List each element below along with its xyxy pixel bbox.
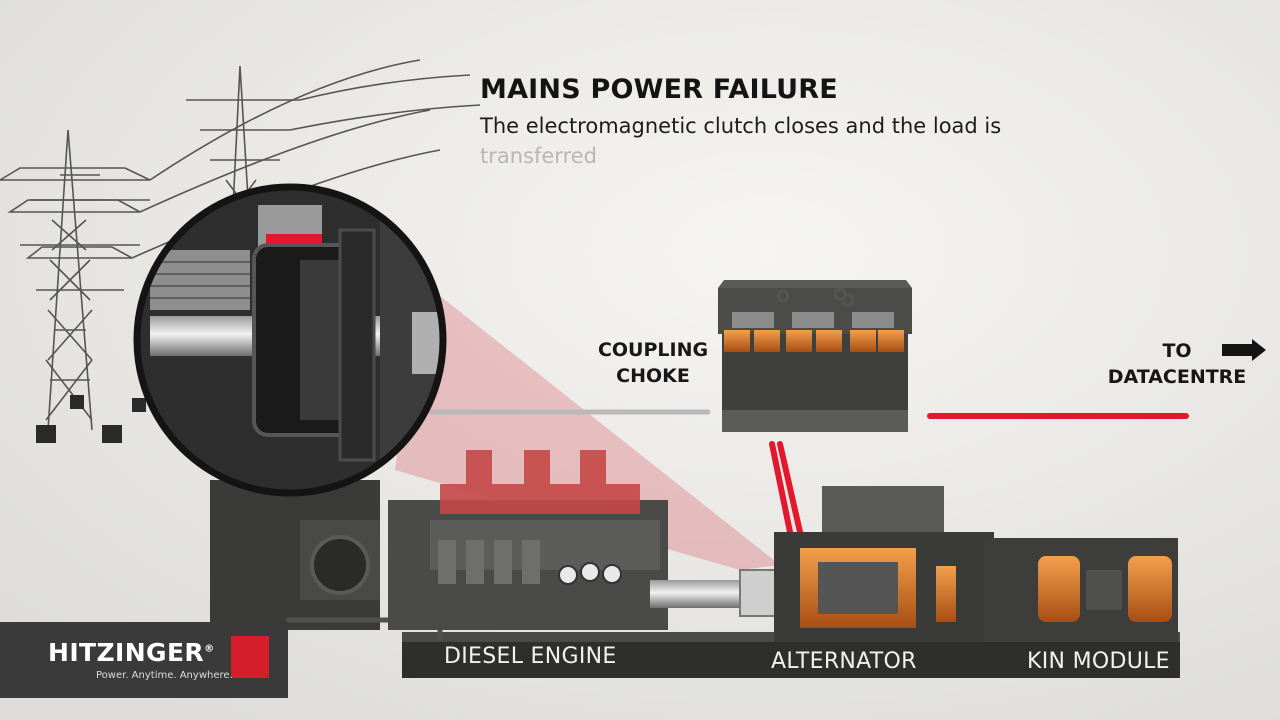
magnifier-clutch-detail (133, 183, 447, 497)
radiator-block (210, 480, 443, 640)
registered-mark: ® (204, 643, 215, 655)
diesel-engine-label: DIESEL ENGINE (444, 644, 617, 669)
datacentre-label: TO DATACENTRE (1102, 338, 1252, 390)
coupling-label-line1: COUPLING (597, 339, 709, 361)
coupling-choke-unit (718, 280, 912, 432)
brand-mark (231, 636, 269, 678)
kin-module (984, 538, 1178, 642)
subtitle-line-2: transferred (480, 144, 597, 168)
page-title: MAINS POWER FAILURE (480, 74, 838, 105)
coupling-label-line2: CHOKE (616, 365, 690, 387)
coupling-choke-label: COUPLING CHOKE (592, 337, 714, 389)
alternator-label: ALTERNATOR (771, 649, 917, 674)
subtitle-line-1: The electromagnetic clutch closes and th… (480, 114, 1002, 138)
alternator (774, 486, 994, 642)
kin-module-label: KIN MODULE (1027, 649, 1170, 674)
brand-tagline: Power. Anytime. Anywhere. (96, 670, 233, 681)
datacentre-label-line2: DATACENTRE (1107, 366, 1247, 388)
datacentre-label-line1: TO (1162, 340, 1192, 362)
pylon-feet (36, 395, 146, 443)
brand-name-text: HITZINGER (48, 638, 205, 667)
arrow-right-icon (1222, 339, 1266, 361)
vertical-red-cables (769, 441, 803, 535)
diesel-engine (388, 450, 668, 630)
brand-name: HITZINGER® (48, 638, 214, 667)
